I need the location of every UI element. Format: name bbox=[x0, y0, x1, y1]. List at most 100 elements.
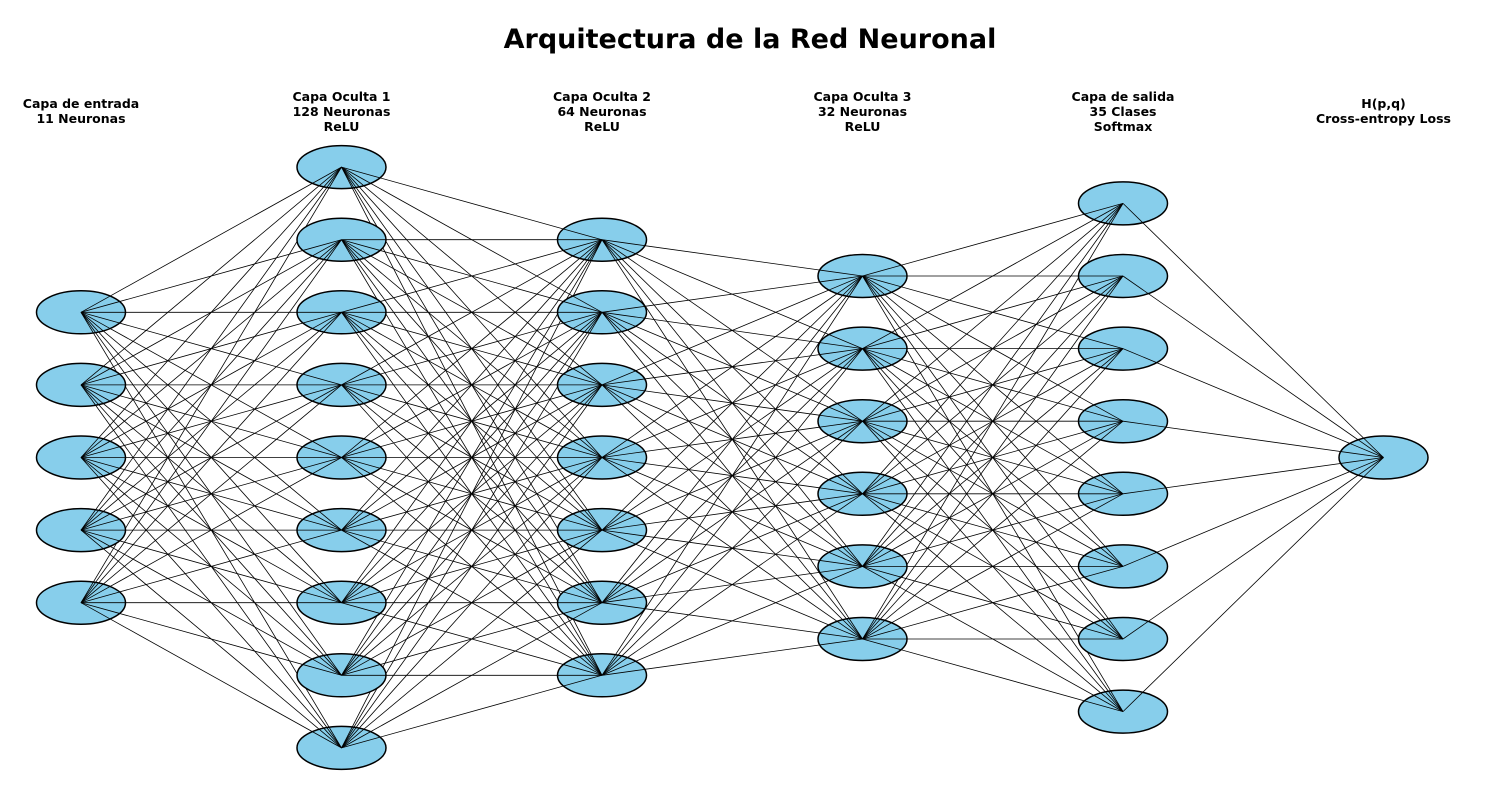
connection-line-segment bbox=[828, 479, 863, 495]
connection-line bbox=[862, 566, 1124, 640]
connection-line-segment bbox=[601, 384, 623, 405]
connection-line-segment bbox=[328, 166, 342, 188]
connection-line-segment bbox=[1084, 482, 1124, 495]
connection-line-segment bbox=[572, 513, 603, 531]
connection-line-segment bbox=[842, 619, 863, 640]
connection-line-segment bbox=[341, 586, 371, 604]
connection-line-segment bbox=[601, 583, 623, 603]
connection-line bbox=[341, 529, 603, 749]
connection-line-segment bbox=[601, 451, 645, 458]
connection-line-segment bbox=[341, 655, 360, 676]
connection-line-segment bbox=[862, 264, 902, 277]
connection-line-segment bbox=[341, 518, 381, 531]
connection-line-segment bbox=[862, 545, 878, 567]
connection-line-segment bbox=[1084, 493, 1124, 505]
connection-line-segment bbox=[1122, 487, 1166, 495]
connection-line-segment bbox=[1105, 546, 1124, 567]
connection-line-segment bbox=[862, 420, 886, 441]
connection-line-segment bbox=[601, 378, 645, 386]
connection-line-segment bbox=[862, 404, 892, 422]
connection-line-segment bbox=[601, 311, 645, 319]
connection-line-segment bbox=[828, 275, 863, 291]
connection-line-segment bbox=[80, 529, 104, 550]
connection-line-segment bbox=[601, 660, 636, 676]
connection-line-segment bbox=[302, 529, 342, 542]
connection-line bbox=[601, 348, 863, 676]
connection-line-segment bbox=[846, 546, 863, 567]
connection-line-segment bbox=[302, 373, 342, 386]
connection-line-segment bbox=[601, 312, 619, 333]
connection-line-segment bbox=[341, 239, 365, 259]
connection-line-segment bbox=[341, 373, 381, 386]
connection-line-segment bbox=[1093, 622, 1124, 640]
connection-line-segment bbox=[828, 406, 863, 422]
connection-line-segment bbox=[326, 654, 342, 676]
connection-line-segment bbox=[587, 384, 603, 406]
connection-line-segment bbox=[828, 334, 863, 349]
layer-label-line: Capa Oculta 2 bbox=[553, 89, 651, 104]
connection-line-segment bbox=[1100, 692, 1124, 712]
connection-line bbox=[80, 384, 342, 604]
connection-line-segment bbox=[341, 582, 357, 603]
connection-line bbox=[341, 239, 603, 531]
connection-line-segment bbox=[341, 368, 371, 386]
connection-line bbox=[80, 166, 342, 458]
connection-line-segment bbox=[819, 269, 863, 277]
connection-line bbox=[341, 602, 603, 749]
connection-line-segment bbox=[318, 166, 342, 187]
connection-line-segment bbox=[601, 443, 636, 458]
connection-line-segment bbox=[80, 295, 111, 313]
connection-line-segment bbox=[1084, 627, 1124, 640]
layer-label-line: Capa de salida bbox=[1072, 89, 1175, 104]
connection-line-segment bbox=[819, 638, 863, 646]
connection-line-segment bbox=[836, 275, 863, 294]
connection-line-segment bbox=[341, 384, 381, 397]
connection-line-segment bbox=[819, 275, 863, 283]
connection-line-segment bbox=[1093, 420, 1124, 438]
connection-line bbox=[1122, 457, 1384, 712]
connection-line-segment bbox=[80, 511, 104, 531]
connection-line-segment bbox=[312, 457, 342, 475]
layer-label-line: 64 Neuronas bbox=[557, 104, 646, 119]
connection-line-segment bbox=[601, 529, 645, 537]
connection-line bbox=[341, 239, 603, 749]
connection-line-segment bbox=[341, 591, 381, 604]
connection-line bbox=[1122, 457, 1384, 567]
connection-line-segment bbox=[572, 658, 603, 676]
connection-line-segment bbox=[1093, 493, 1124, 511]
connection-line-segment bbox=[1108, 618, 1124, 640]
layer-label-line: ReLU bbox=[584, 119, 620, 134]
connection-line-segment bbox=[312, 384, 342, 402]
connection-line-segment bbox=[563, 228, 603, 241]
connection-line-segment bbox=[1357, 457, 1384, 476]
connection-line-segment bbox=[1357, 439, 1384, 458]
connection-line-segment bbox=[584, 437, 603, 458]
connection-line-segment bbox=[341, 312, 357, 333]
connection-line-segment bbox=[862, 482, 902, 495]
connection-line-segment bbox=[601, 305, 645, 313]
connection-line-segment bbox=[80, 438, 104, 458]
connection-line-segment bbox=[601, 457, 628, 476]
layer-label-line: Capa de entrada bbox=[23, 96, 139, 111]
connection-line-segment bbox=[1093, 404, 1124, 422]
connection-line-segment bbox=[601, 655, 623, 676]
connection-line-segment bbox=[302, 457, 342, 469]
connection-line-segment bbox=[1340, 451, 1384, 458]
connection-line-segment bbox=[862, 420, 881, 442]
connection-line-segment bbox=[80, 446, 120, 458]
connection-line-segment bbox=[318, 583, 342, 604]
connection-line-segment bbox=[836, 475, 863, 495]
connection-line-segment bbox=[572, 311, 603, 329]
connection-line-segment bbox=[1084, 203, 1124, 215]
connection-line-segment bbox=[842, 474, 863, 495]
layer-label-line: 35 Clases bbox=[1090, 104, 1157, 119]
connection-line-segment bbox=[828, 493, 863, 509]
connection-line-segment bbox=[572, 384, 603, 402]
connection-line bbox=[341, 384, 603, 749]
connection-line-segment bbox=[828, 624, 863, 640]
layer-label-line: Capa Oculta 1 bbox=[292, 89, 390, 104]
connection-line-segment bbox=[862, 555, 902, 567]
